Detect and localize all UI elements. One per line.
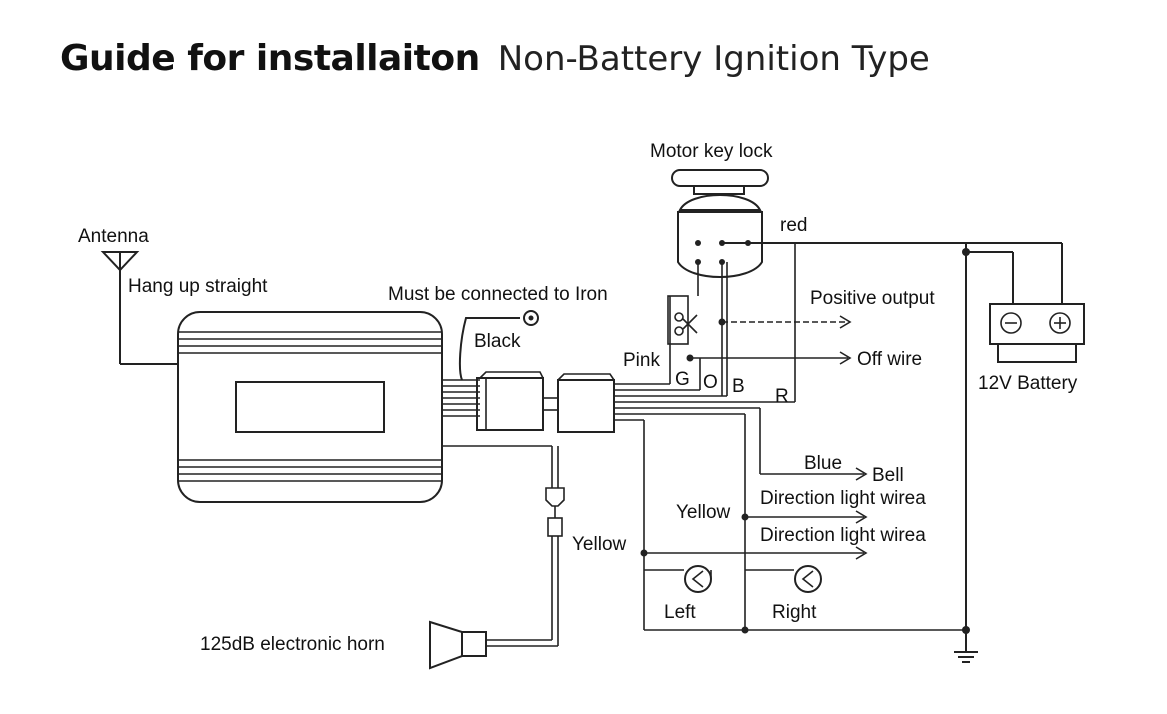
pin-g-label: G <box>675 369 690 390</box>
positive-output-label: Positive output <box>810 288 935 309</box>
page-title: Guide for installaiton Non-Battery Igniti… <box>60 38 930 79</box>
unit-display-window <box>235 381 385 433</box>
harness-connector-right <box>543 373 615 433</box>
red-wire-label: red <box>780 215 807 236</box>
yellow-horn-label: Yellow <box>572 534 627 555</box>
pink-wire-label: Pink <box>623 350 660 371</box>
antenna-icon <box>100 251 178 365</box>
horn-label: 125dB electronic horn <box>200 634 385 655</box>
key-lock-icon <box>671 169 769 278</box>
cut-wire-icon <box>667 295 698 345</box>
direction-light-1-label: Direction light wirea <box>760 488 926 509</box>
wire-harness <box>442 317 520 417</box>
battery-icon <box>989 303 1085 363</box>
pin-r-label: R <box>775 386 789 407</box>
direction-light-2-label: Direction light wirea <box>760 525 926 546</box>
ground-terminal-icon <box>523 310 539 326</box>
alarm-unit <box>177 311 443 503</box>
horn-icon <box>429 620 487 670</box>
right-lamp-label: Right <box>772 602 817 623</box>
right-lamp-icon <box>745 565 822 593</box>
left-lamp-icon <box>644 565 712 593</box>
bell-label: Bell <box>872 465 904 486</box>
black-wire-label: Black <box>474 331 521 352</box>
off-wire-label: Off wire <box>857 349 922 370</box>
iron-label: Must be connected to Iron <box>388 284 608 305</box>
ground-symbol-icon <box>954 651 978 663</box>
battery-label: 12V Battery <box>978 373 1078 394</box>
title-bold: Guide for installaiton <box>60 38 480 79</box>
pin-b-label: B <box>732 376 745 397</box>
pin-o-label: O <box>703 372 718 393</box>
horn-connector-icon <box>545 487 565 537</box>
yellow-right-label: Yellow <box>676 502 731 523</box>
motor-key-lock-label: Motor key lock <box>650 141 773 162</box>
antenna-label: Antenna <box>78 226 149 247</box>
blue-wire-label: Blue <box>804 453 842 474</box>
left-lamp-label: Left <box>664 602 696 623</box>
harness-connector-left <box>476 371 544 431</box>
title-subtitle: Non-Battery Ignition Type <box>497 39 930 79</box>
hang-up-label: Hang up straight <box>128 276 268 297</box>
output-harness <box>614 383 795 421</box>
